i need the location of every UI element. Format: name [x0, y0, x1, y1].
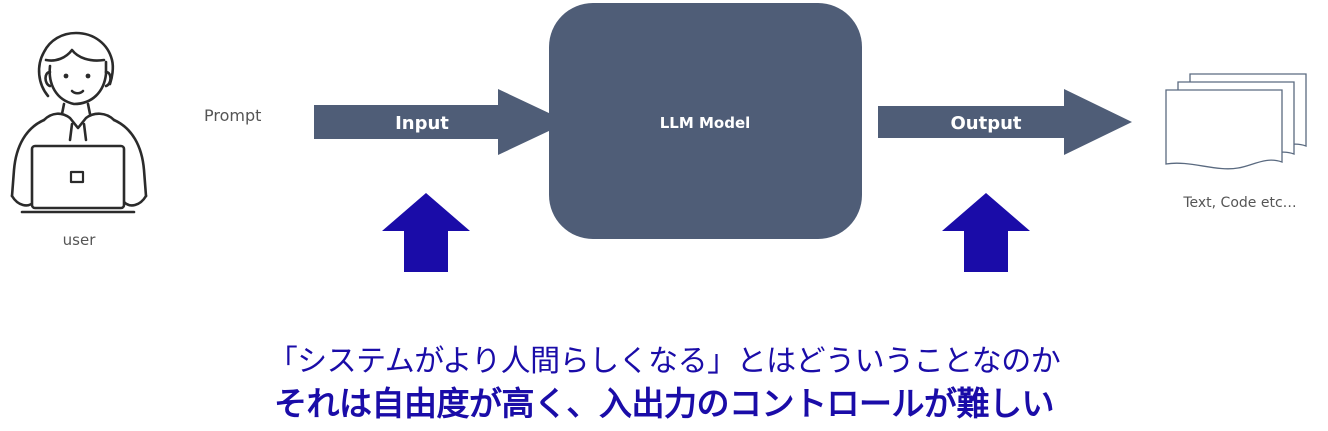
output-label: Output — [950, 113, 1021, 134]
caption-question: 「システムがより人間らしくなる」とはどういうことなのか — [267, 344, 1061, 379]
documents-icon — [1165, 73, 1307, 170]
input-up-arrow — [382, 193, 470, 272]
user-label: user — [63, 231, 97, 249]
llm-model-label: LLM Model — [660, 114, 751, 132]
output-arrow — [878, 89, 1132, 155]
result-label: Text, Code etc… — [1182, 195, 1296, 211]
caption-answer: それは自由度が高く、入出力のコントロールが難しい — [274, 384, 1055, 423]
prompt-label: Prompt — [204, 106, 261, 125]
user-icon — [10, 31, 148, 214]
llm-model-box — [549, 3, 862, 239]
input-arrow — [314, 89, 568, 155]
output-up-arrow — [942, 193, 1030, 272]
input-label: Input — [395, 113, 449, 134]
